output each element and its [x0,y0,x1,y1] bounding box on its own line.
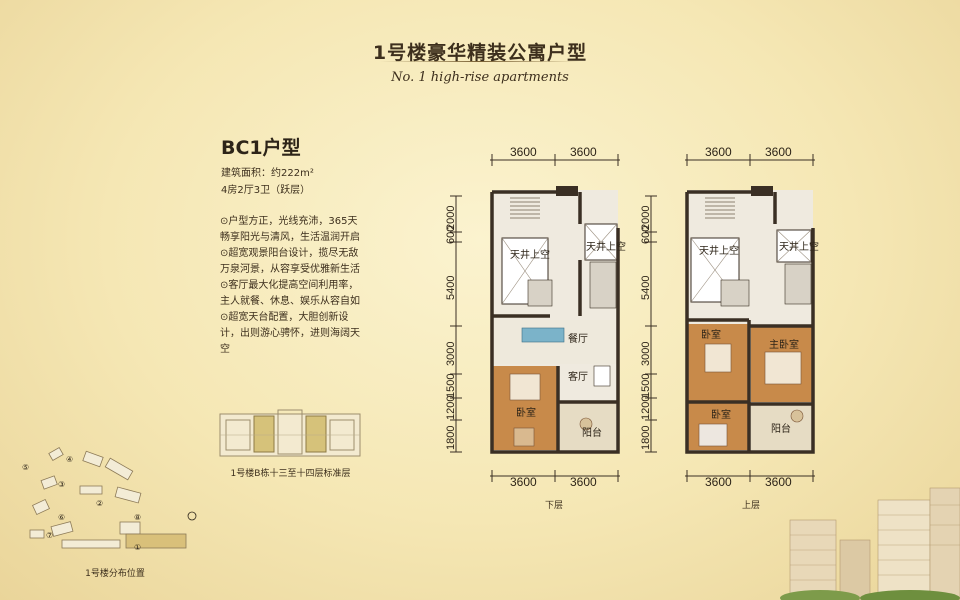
site-marker: ⑦ [46,531,53,540]
unit-features: ⊙户型方正，光线充沛，365天畅享阳光与清风，生活温润开启 ⊙超宽观景阳台设计，… [220,214,360,358]
lower-floor-plan: 3600 3600 2000 600 5400 3000 1500 1200 1… [445,145,626,489]
dim-side: 2000 [445,206,457,230]
room-label: 餐厅 [568,332,588,345]
lower-floor-label: 下层 [545,501,564,511]
room-label: 天井上空 [699,244,739,257]
room-label: 主卧室 [769,338,799,351]
dim-side: 1500 [640,374,652,398]
dim-side: 600 [640,226,652,244]
page-title: 1号楼豪华精装公寓户型 [372,42,588,64]
upper-floor-label: 上层 [742,501,761,511]
room-label: 天井上空 [779,240,819,253]
dim-top-right: 3600 [570,145,597,159]
site-map: ④ ③ ② ⑥ ⑦ ⑧ ① ⑤ [22,446,197,552]
dim-side: 1500 [445,374,457,398]
compass-icon [187,511,197,521]
dim-bottom-left: 3600 [510,475,537,489]
key-plan-caption: 1号楼B栋十三至十四层标准层 [230,469,351,479]
dim-side: 3000 [445,342,457,366]
upper-floor-plan: 3600 3600 2000 600 5400 3000 1500 1200 1… [640,145,819,489]
room-label: 阳台 [771,422,791,435]
room-label: 天井上空 [510,248,550,261]
dim-top-right: 3600 [765,145,792,159]
dim-side: 3000 [640,342,652,366]
feature-item: ⊙户型方正，光线充沛，365天畅享阳光与清风，生活温润开启 [220,216,360,243]
room-label: 天井上空 [586,240,626,253]
dim-bottom-right: 3600 [765,475,792,489]
room-label: 卧室 [701,328,721,341]
feature-item: ⊙超宽天台配置，大胆创新设计，出则游心骋怀，进则海阔天空 [220,312,360,355]
room-label: 阳台 [582,426,602,439]
key-plan-diagram [219,409,361,457]
room-label: 客厅 [568,370,588,383]
unit-name: BC1户型 [221,137,301,159]
dim-side: 5400 [445,276,457,300]
building-illustration [780,487,960,600]
site-marker: ⑤ [22,463,29,472]
title-divider [380,61,580,62]
dim-side: 600 [445,226,457,244]
site-marker: ④ [66,455,73,464]
site-marker: ⑧ [134,513,141,522]
feature-item: ⊙客厅最大化提高空间利用率，主人就餐、休息、娱乐从容自如 [220,280,360,307]
site-marker: ② [96,499,103,508]
dim-top-left: 3600 [705,145,732,159]
room-label: 卧室 [711,408,731,421]
dim-bottom-left: 3600 [705,475,732,489]
site-marker: ⑥ [58,513,65,522]
site-marker: ③ [58,480,65,489]
dim-side: 1200 [445,396,457,420]
feature-item: ⊙超宽观景阳台设计，揽尽无敌万泉河景，从容享受优雅新生活 [220,248,360,275]
page-subtitle: No. 1 high-rise apartments [391,70,569,85]
dim-side: 1800 [640,426,652,450]
dim-bottom-right: 3600 [570,475,597,489]
unit-layout: 4房2厅3卫（跃层） [221,185,311,196]
site-map-caption: 1号楼分布位置 [85,569,145,579]
dim-side: 1800 [445,426,457,450]
dim-side: 5400 [640,276,652,300]
unit-area: 建筑面积：约222m² [221,168,314,179]
room-label: 卧室 [516,406,536,419]
dim-top-left: 3600 [510,145,537,159]
site-marker: ① [134,543,141,552]
dim-side: 2000 [640,206,652,230]
dim-side: 1200 [640,396,652,420]
